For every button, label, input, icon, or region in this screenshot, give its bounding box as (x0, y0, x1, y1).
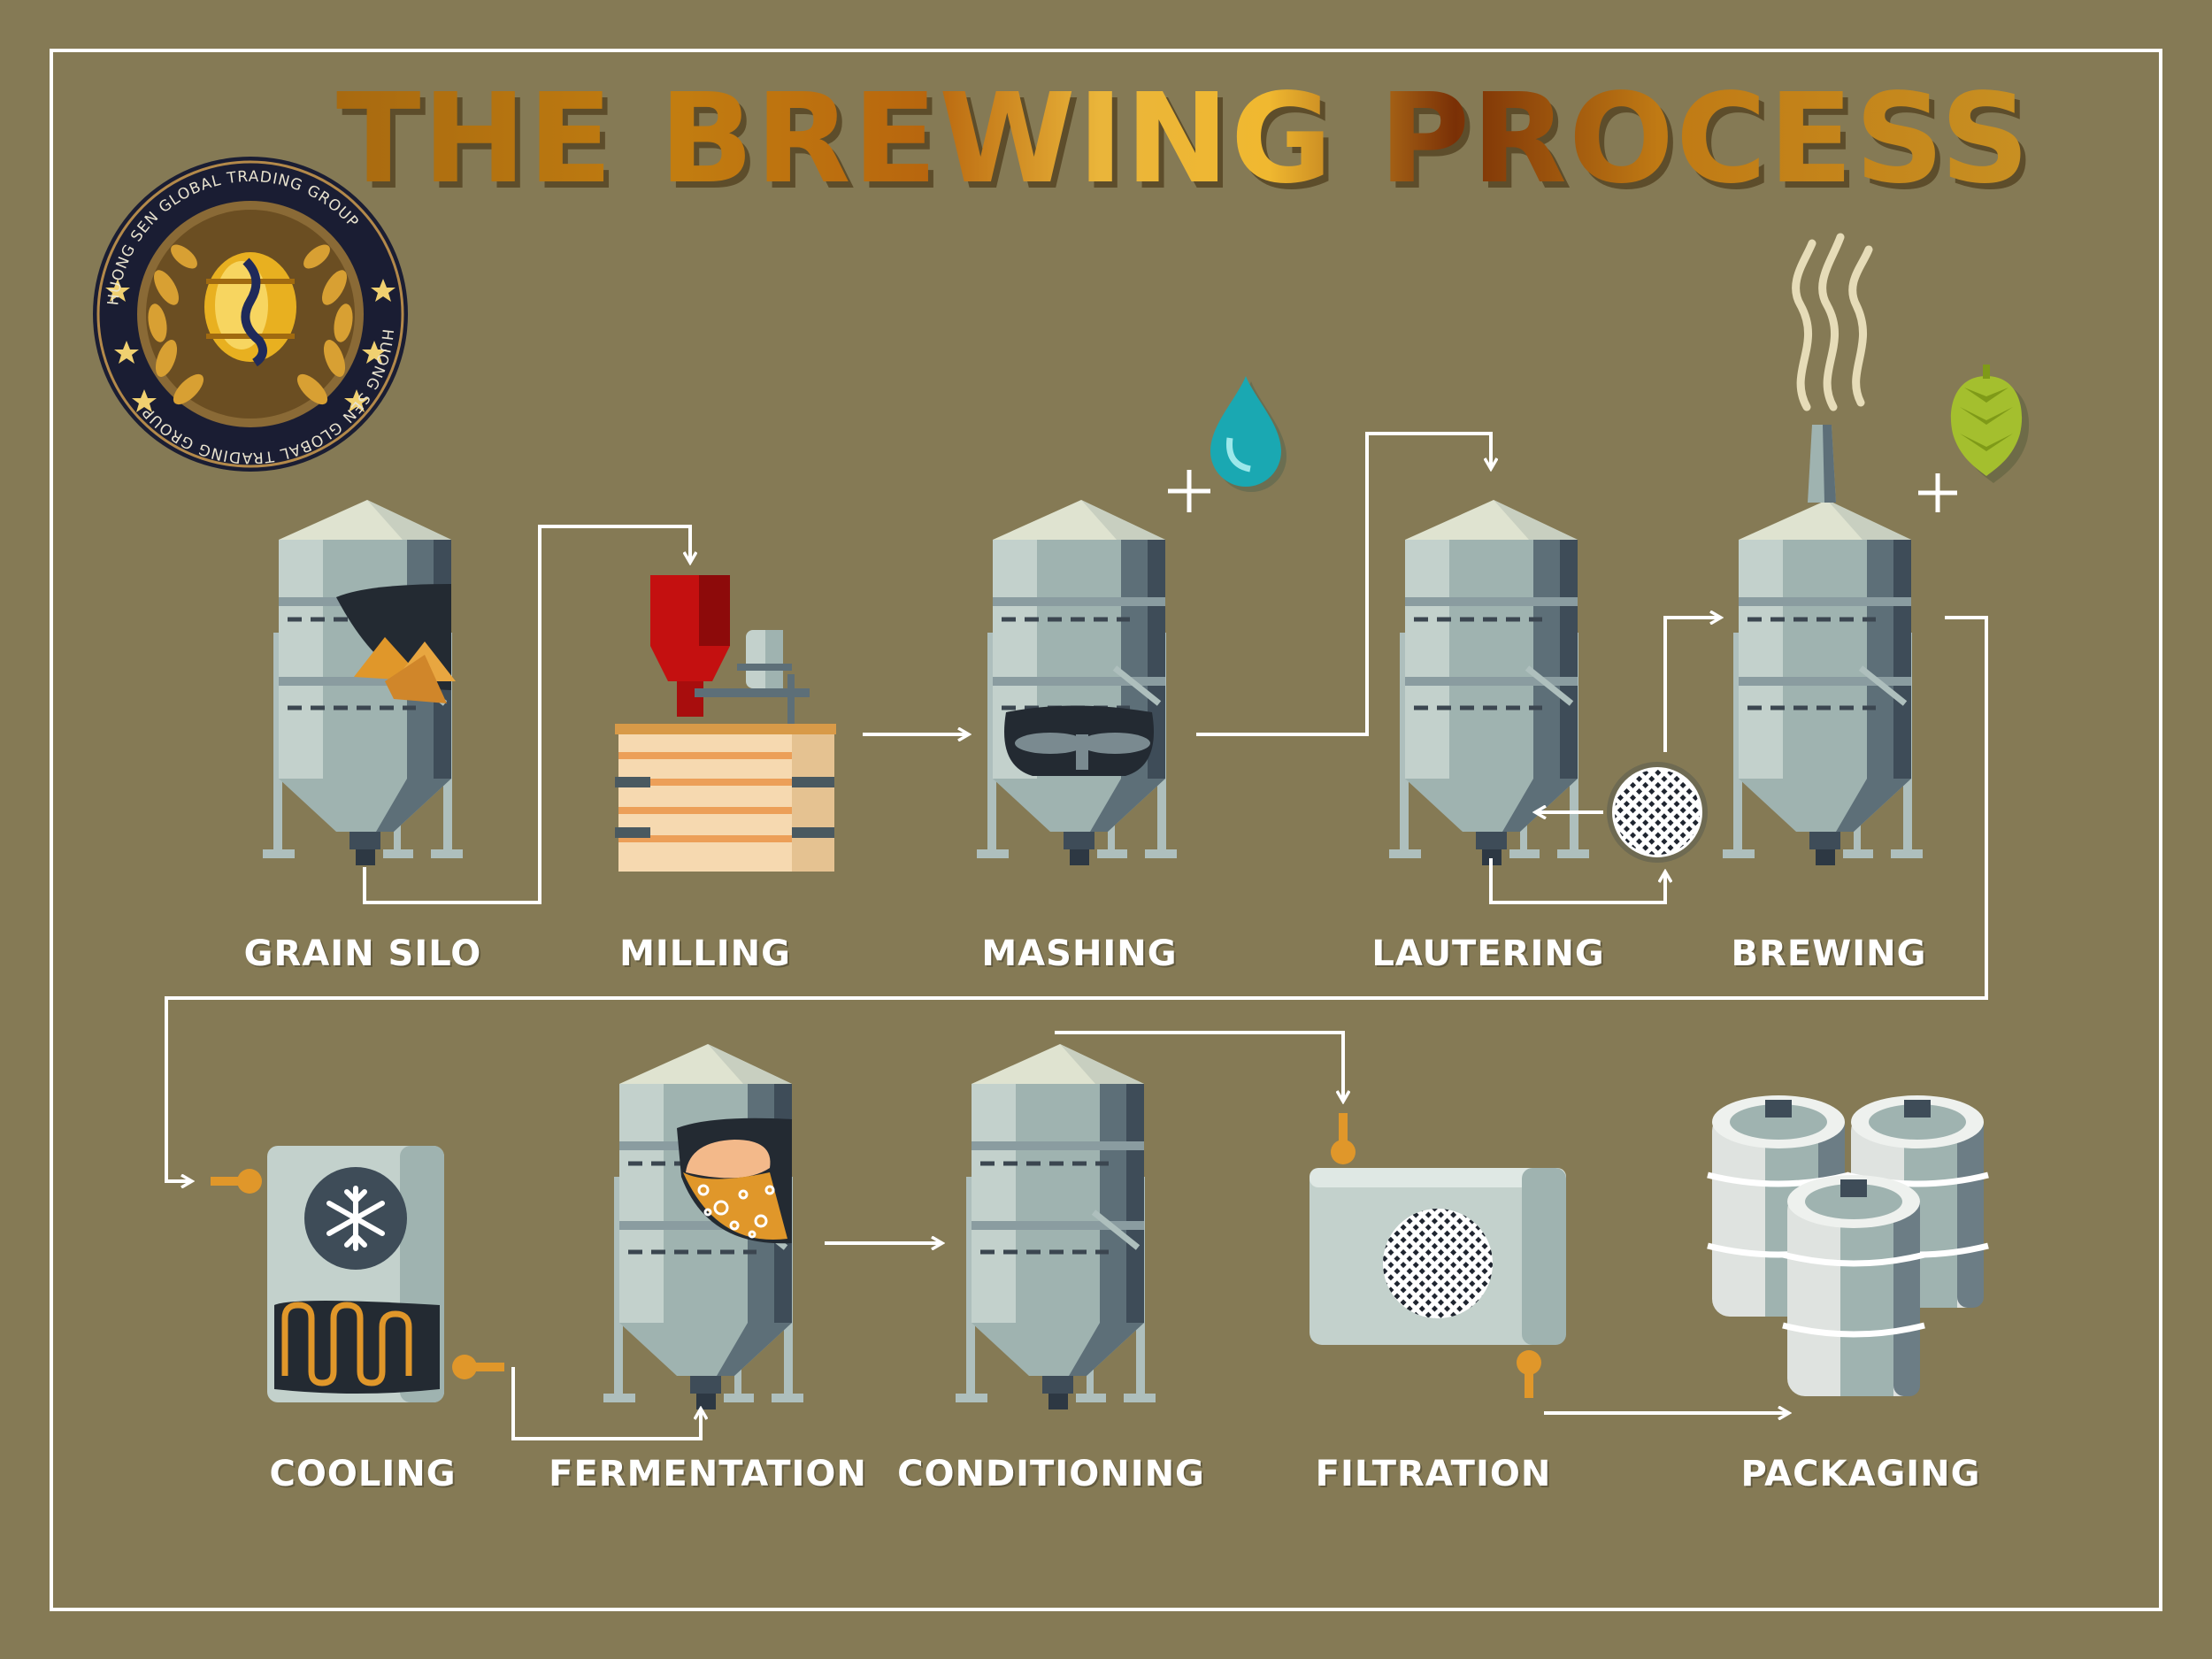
label-filtration: FILTRATION (1316, 1454, 1552, 1494)
label-fermentation: FERMENTATION (549, 1454, 867, 1494)
cooling-outlet-valve (452, 1355, 504, 1379)
label-cooling: COOLING (269, 1454, 456, 1494)
label-packaging: PACKAGING (1741, 1454, 1981, 1494)
fermentation-tank (603, 1044, 803, 1409)
kettle-chimney (1808, 425, 1836, 503)
brew-kettle-tank (1723, 500, 1923, 865)
label-milling: MILLING (619, 933, 791, 974)
arrow-cooling-to-ferment (513, 1367, 701, 1439)
conditioning-tank (956, 1044, 1156, 1409)
grain-mill (615, 575, 836, 872)
label-brewing: BREWING (1732, 933, 1927, 974)
cooling-unit (267, 1146, 444, 1402)
filter-inlet-valve (1331, 1113, 1356, 1164)
mesh-filter-icon (1609, 764, 1705, 860)
cooling-inlet-valve (211, 1169, 262, 1194)
label-mashing: MASHING (981, 933, 1177, 974)
hop-cone-icon (1951, 365, 2029, 483)
steam-icon (1796, 237, 1869, 407)
plus-hops-sign (1918, 473, 1957, 512)
page-title: THE BREWING PROCESS (336, 78, 2032, 202)
label-grain-silo: GRAIN SILO (244, 933, 482, 974)
water-drop-icon (1210, 376, 1286, 492)
beer-kegs (1708, 1095, 1988, 1396)
mash-tun-tank (977, 500, 1177, 865)
label-lautering: LAUTERING (1371, 933, 1604, 974)
arrow-mesh-to-brew (1665, 618, 1721, 752)
filtration-unit (1310, 1168, 1566, 1345)
label-conditioning: CONDITIONING (897, 1454, 1205, 1494)
arrow-lauter-to-mesh (1491, 858, 1665, 902)
filter-outlet-valve (1517, 1350, 1541, 1398)
grain-silo-tank (263, 500, 463, 865)
plus-water-sign (1168, 470, 1210, 512)
